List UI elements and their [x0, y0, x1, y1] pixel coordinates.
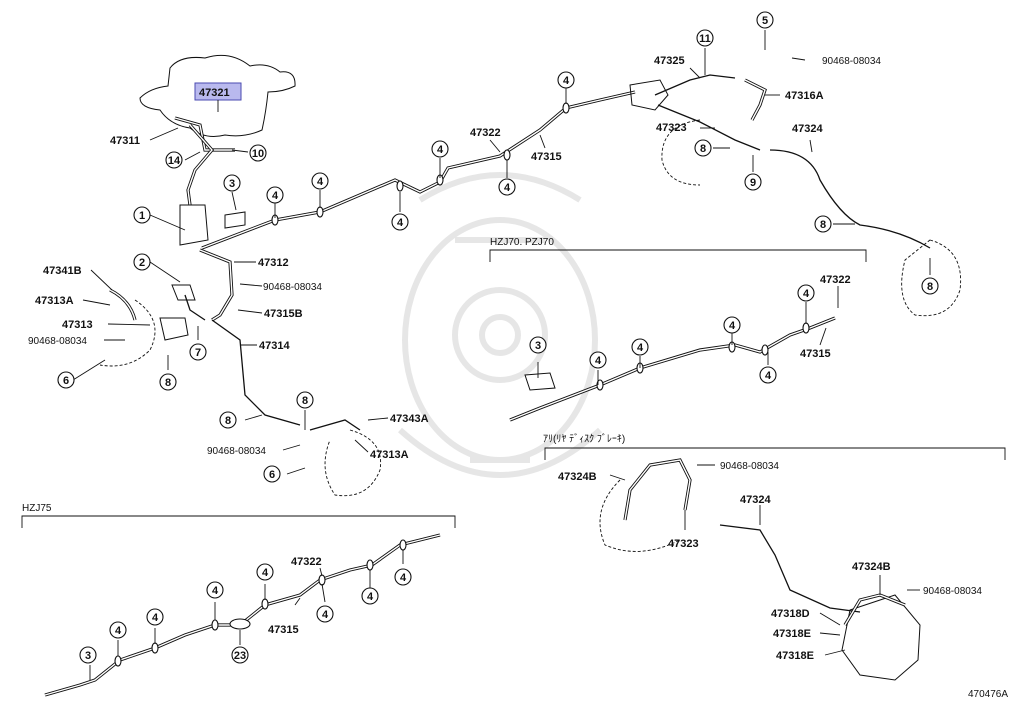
diagram-id: 470476A — [968, 689, 1008, 700]
part-47322[interactable]: 47322 — [470, 127, 501, 139]
part-90468-08034[interactable]: 90468-08034 — [207, 446, 266, 457]
callout-8: 8 — [302, 395, 308, 407]
callout-9: 9 — [750, 177, 756, 189]
callout-4: 4 — [272, 190, 279, 202]
part-47318E[interactable]: 47318E — [773, 628, 811, 640]
callout-23: 23 — [234, 650, 246, 662]
part-47322[interactable]: 47322 — [820, 274, 851, 286]
part-47324[interactable]: 47324 — [740, 494, 771, 506]
p-valve — [629, 79, 669, 111]
part-47316A[interactable]: 47316A — [785, 90, 824, 102]
part-47322[interactable]: 47322 — [291, 556, 322, 568]
callout-11: 11 — [699, 33, 711, 45]
main-line-47322 — [201, 90, 636, 250]
callout-4: 4 — [322, 609, 329, 621]
leader-lines — [72, 30, 931, 680]
part-47315B[interactable]: 47315B — [264, 308, 303, 320]
section-label-hzj75: HZJ75 — [22, 503, 52, 514]
callout-4: 4 — [637, 342, 644, 354]
part-47315[interactable]: 47315 — [800, 348, 831, 360]
callout-3: 3 — [229, 178, 235, 190]
part-47324B[interactable]: 47324B — [558, 471, 597, 483]
clips — [114, 102, 810, 667]
callout-8: 8 — [820, 219, 826, 231]
part-90468-08034[interactable]: 90468-08034 — [720, 461, 779, 472]
hzj70-line — [509, 316, 836, 422]
callout-numbers: 14 10 3 1 2 6 8 7 4 4 4 4 4 4 8 8 6 11 5… — [63, 15, 933, 662]
callout-4: 4 — [367, 591, 374, 603]
callout-circles — [57, 11, 939, 664]
callout-10: 10 — [252, 148, 264, 160]
part-47318E[interactable]: 47318E — [776, 650, 814, 662]
callout-4: 4 — [595, 355, 602, 367]
callout-2: 2 — [139, 257, 145, 269]
callout-8: 8 — [927, 281, 933, 293]
callout-4: 4 — [152, 612, 159, 624]
callout-14: 14 — [168, 155, 181, 167]
part-47323[interactable]: 47323 — [656, 122, 687, 134]
part-47312[interactable]: 47312 — [258, 257, 289, 269]
watermark-emblem — [397, 172, 603, 478]
callout-6: 6 — [269, 469, 275, 481]
callout-7: 7 — [195, 347, 201, 359]
part-47343A[interactable]: 47343A — [390, 413, 429, 425]
section-label-disc-brake: ｱﾘ(ﾘﾔ ﾃﾞｨｽｸ ﾌﾞﾚｰｷ) — [543, 433, 625, 445]
callout-5: 5 — [762, 15, 768, 27]
part-47324B[interactable]: 47324B — [852, 561, 891, 573]
part-47315[interactable]: 47315 — [531, 151, 562, 163]
callout-3: 3 — [85, 650, 91, 662]
part-47314[interactable]: 47314 — [259, 340, 290, 352]
callout-4: 4 — [212, 585, 219, 597]
callout-4: 4 — [317, 176, 324, 188]
callout-4: 4 — [400, 572, 407, 584]
callout-4: 4 — [437, 144, 444, 156]
callout-4: 4 — [262, 567, 269, 579]
part-90468-08034[interactable]: 90468-08034 — [28, 336, 87, 347]
part-47318D[interactable]: 47318D — [771, 608, 810, 620]
part-47315[interactable]: 47315 — [268, 624, 299, 636]
callout-3: 3 — [535, 340, 541, 352]
callout-8: 8 — [225, 415, 231, 427]
part-47313A[interactable]: 47313A — [35, 295, 74, 307]
part-labels: 47321 47311 47312 47341B 47313A 47313 90… — [28, 55, 982, 662]
part-90468-08034[interactable]: 90468-08034 — [822, 56, 881, 67]
part-47311[interactable]: 47311 — [110, 135, 140, 147]
callout-4: 4 — [504, 182, 511, 194]
part-47321[interactable]: 47321 — [199, 87, 230, 99]
part-90468-08034[interactable]: 90468-08034 — [263, 282, 322, 293]
part-47341B[interactable]: 47341B — [43, 265, 82, 277]
callout-1: 1 — [139, 210, 145, 222]
part-90468-08034[interactable]: 90468-08034 — [923, 586, 982, 597]
part-47324[interactable]: 47324 — [792, 123, 823, 135]
callout-4: 4 — [115, 625, 122, 637]
callout-4: 4 — [765, 370, 772, 382]
callout-8: 8 — [165, 377, 171, 389]
part-47325[interactable]: 47325 — [654, 55, 685, 67]
callout-4: 4 — [803, 288, 810, 300]
part-47323[interactable]: 47323 — [668, 538, 699, 550]
section-label-hzj70: HZJ70. PZJ70 — [490, 237, 554, 248]
callout-4: 4 — [397, 217, 404, 229]
part-47313A[interactable]: 47313A — [370, 449, 409, 461]
master-cylinder-outline — [139, 54, 296, 137]
part-47313[interactable]: 47313 — [62, 319, 93, 331]
callout-4: 4 — [563, 75, 570, 87]
callout-8: 8 — [700, 143, 706, 155]
callout-4: 4 — [729, 320, 736, 332]
callout-6: 6 — [63, 375, 69, 387]
